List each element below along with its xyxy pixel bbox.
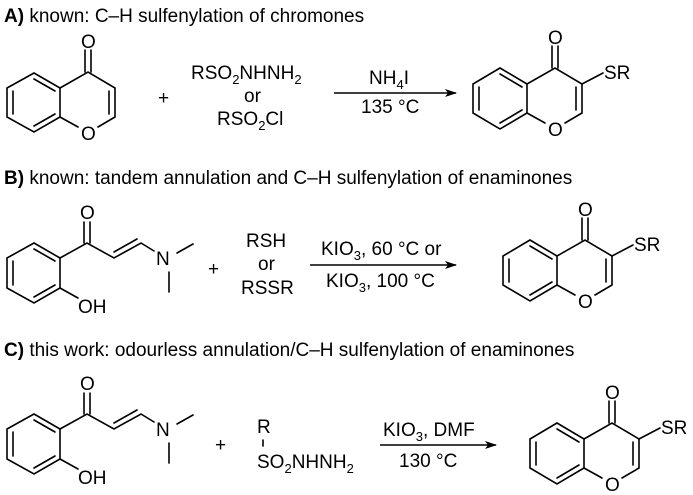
n-methyl-bond — [176, 243, 194, 254]
benzene-ring — [6, 413, 61, 475]
n-methyl-bond — [176, 414, 194, 425]
double-bond — [556, 428, 580, 443]
product-b: O O SR — [502, 200, 660, 313]
section-b: B) known: tandem annulation and C–H sulf… — [4, 168, 660, 318]
double-bond — [33, 419, 56, 433]
pyranone-ring — [556, 239, 613, 296]
hydroxyl-group: OH — [78, 468, 107, 489]
section-a-header: A) known: C–H sulfenylation of chromones — [4, 6, 364, 27]
pyranone-ring — [526, 67, 583, 124]
conditions-below: KIO3, 100 °C — [326, 271, 435, 295]
ring-oxygen: O — [605, 475, 620, 495]
section-a: A) known: C–H sulfenylation of chromones… — [4, 6, 630, 145]
product-a: O O SR — [472, 28, 630, 141]
pyranone-ring — [583, 422, 640, 479]
sr-substituent: SR — [634, 235, 660, 256]
benzene-ring — [6, 242, 61, 304]
carbonyl-oxygen: O — [605, 383, 620, 404]
section-b-caption: known: tandem annulation and C–H sulfeny… — [24, 168, 572, 189]
conditions-above: NH4I — [369, 68, 409, 92]
carbonyl-oxygen: O — [80, 203, 95, 224]
reagent-thiol: RSH — [246, 231, 286, 252]
reagent-sulfonyl-hydrazide: SO2NHNH2 — [257, 452, 354, 476]
carbonyl-oxygen: O — [81, 32, 96, 53]
benzene-ring — [529, 422, 585, 485]
chromone-substrate: O O — [6, 32, 116, 145]
enaminone-substrate: OH O N — [6, 203, 194, 318]
nitrogen-atom: N — [156, 249, 170, 270]
double-bond — [113, 409, 138, 424]
double-bond — [529, 281, 553, 296]
section-c: C) this work: odourless annulation/C–H s… — [4, 340, 687, 495]
c-s-bond — [581, 72, 604, 85]
double-bond — [33, 248, 56, 262]
plus-sign: + — [158, 88, 169, 109]
c-oh-bond — [59, 287, 79, 299]
sr-substituent: SR — [604, 63, 630, 84]
reagent-sulfonyl-chloride: RSO2Cl — [217, 109, 283, 133]
ring-oxygen: O — [578, 292, 593, 313]
carbonyl-oxygen: O — [548, 28, 563, 49]
c-s-bond — [611, 244, 634, 257]
ring-bond — [59, 116, 79, 128]
reagent-disulfide: RSSR — [241, 278, 294, 299]
double-bond — [556, 464, 580, 479]
c-s-bond — [638, 427, 661, 440]
enone-chain — [59, 242, 155, 259]
carbonyl-oxygen: O — [80, 374, 95, 395]
double-bond — [499, 109, 523, 124]
carbonyl-oxygen: O — [578, 200, 593, 221]
reagent-r-group: R — [257, 417, 271, 438]
section-c-letter: C) — [4, 340, 24, 361]
double-bond — [33, 284, 56, 298]
enaminone-substrate: OH O N — [6, 374, 194, 489]
reagent-or: or — [258, 254, 276, 275]
benzene-ring — [502, 239, 558, 302]
hydroxyl-group: OH — [78, 297, 107, 318]
nitrogen-atom: N — [156, 420, 170, 441]
plus-sign: + — [215, 435, 226, 456]
reagent-a: RSO2NHNH2 or RSO2Cl — [191, 63, 302, 133]
double-bond — [499, 73, 523, 88]
conditions-below: 130 °C — [399, 451, 457, 472]
double-bond — [113, 238, 138, 253]
reagent-or: or — [244, 86, 262, 107]
plus-sign: + — [208, 259, 219, 280]
ring-bond — [526, 112, 546, 124]
ring-oxygen: O — [81, 124, 96, 145]
product-c: O O SR — [529, 383, 687, 495]
ring-oxygen: O — [548, 120, 563, 141]
ring-bond — [556, 284, 576, 296]
section-b-header: B) known: tandem annulation and C–H sulf… — [4, 168, 572, 189]
benzene-ring — [6, 72, 61, 133]
conditions-above: KIO3, 60 °C or — [321, 239, 442, 263]
section-a-caption: known: C–H sulfenylation of chromones — [24, 6, 364, 27]
section-c-header: C) this work: odourless annulation/C–H s… — [4, 340, 574, 361]
benzene-ring — [472, 67, 528, 130]
ring-bond — [583, 467, 603, 479]
section-b-letter: B) — [4, 168, 24, 189]
conditions-above: KIO3, DMF — [383, 420, 475, 444]
double-bond — [33, 113, 56, 127]
c-oh-bond — [59, 458, 79, 470]
double-bond — [33, 78, 56, 92]
sr-substituent: SR — [661, 418, 687, 439]
pyranone-ring — [59, 71, 116, 128]
enone-chain — [59, 413, 155, 430]
section-c-caption: this work: odourless annulation/C–H sulf… — [24, 340, 574, 361]
reagent-sulfonyl-hydrazide: RSO2NHNH2 — [191, 63, 302, 87]
reagent-c: R SO2NHNH2 — [257, 417, 354, 476]
double-bond — [33, 455, 56, 469]
reagent-b: RSH or RSSR — [241, 231, 294, 299]
double-bond — [529, 245, 553, 260]
section-a-letter: A) — [4, 6, 24, 27]
conditions-below: 135 °C — [361, 97, 419, 118]
